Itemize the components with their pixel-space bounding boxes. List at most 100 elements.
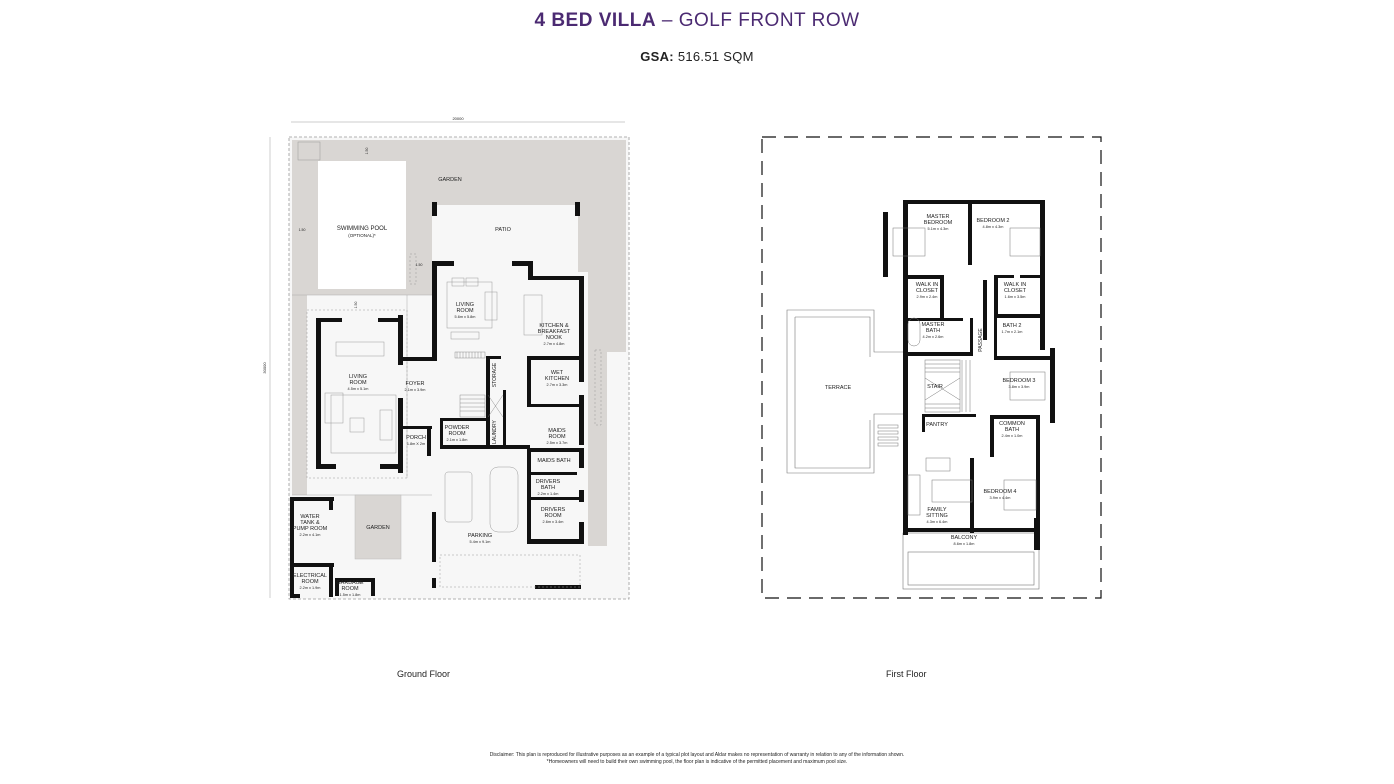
- svg-text:4.2m x 2.6m: 4.2m x 2.6m: [923, 335, 944, 339]
- svg-text:BEDROOM: BEDROOM: [924, 220, 953, 226]
- svg-text:2.2m x 1.4m: 2.2m x 1.4m: [538, 492, 559, 496]
- gsa-label: GSA:: [640, 49, 674, 64]
- svg-text:BEDROOM 4: BEDROOM 4: [983, 489, 1016, 495]
- svg-text:BATH: BATH: [1005, 427, 1019, 433]
- disclaimer-line-1: Disclaimer: This plan is reproduced for …: [489, 752, 905, 758]
- svg-text:5.4m x 9.1m: 5.4m x 9.1m: [470, 540, 491, 544]
- disclaimer-line-2: *Homeowners will need to build their own…: [546, 759, 848, 765]
- svg-text:FOYER: FOYER: [406, 381, 425, 387]
- patio: [432, 205, 578, 272]
- svg-text:1.50: 1.50: [354, 302, 358, 309]
- svg-text:5.1m x 4.3m: 5.1m x 4.3m: [928, 227, 949, 231]
- svg-text:1.50: 1.50: [416, 263, 423, 267]
- svg-text:BEDROOM 2: BEDROOM 2: [976, 218, 1009, 224]
- svg-text:PARKING: PARKING: [468, 533, 492, 539]
- svg-text:MAIDS: MAIDS: [548, 428, 566, 434]
- svg-text:COMMON: COMMON: [999, 421, 1025, 427]
- first-floor-plan: MASTER BEDROOM 5.1m x 4.3m BEDROOM 2 4.8…: [761, 136, 1102, 599]
- svg-text:MAIDS BATH: MAIDS BATH: [537, 458, 570, 464]
- svg-text:MASTER: MASTER: [922, 322, 945, 328]
- svg-text:ROOM: ROOM: [341, 586, 359, 592]
- svg-text:2.6m x 3.4m: 2.6m x 3.4m: [543, 520, 564, 524]
- svg-text:3.9m x 4.4m: 3.9m x 4.4m: [990, 496, 1011, 500]
- svg-text:KITCHEN &: KITCHEN &: [539, 323, 569, 329]
- svg-text:LAUNDRY: LAUNDRY: [492, 419, 498, 443]
- svg-text:2.7m x 4.8m: 2.7m x 4.8m: [544, 342, 565, 346]
- ground-walls: [290, 261, 584, 598]
- svg-text:WATER: WATER: [300, 514, 319, 520]
- svg-text:2.1m x 3.9m: 2.1m x 3.9m: [405, 388, 426, 392]
- first-floor-caption: First Floor: [886, 669, 927, 679]
- svg-text:PATIO: PATIO: [495, 227, 511, 233]
- svg-text:CLOSET: CLOSET: [916, 288, 939, 294]
- svg-text:ROOM: ROOM: [349, 380, 367, 386]
- first-floor-plot-boundary: [761, 136, 1102, 599]
- svg-text:4.3m x 6.4m: 4.3m x 6.4m: [927, 520, 948, 524]
- svg-text:LIVING: LIVING: [349, 374, 367, 380]
- svg-text:WALK IN: WALK IN: [916, 282, 938, 288]
- svg-text:1.8m X 2m: 1.8m X 2m: [407, 442, 425, 446]
- svg-text:MASTER: MASTER: [927, 214, 950, 220]
- page-title: 4 BED VILLA – GOLF FRONT ROW: [0, 10, 1394, 32]
- gsa-area: GSA: 516.51 SQM: [0, 49, 1394, 64]
- svg-text:ROOM: ROOM: [448, 431, 466, 437]
- svg-text:(OPTIONAL)*: (OPTIONAL)*: [348, 233, 376, 238]
- svg-text:TERRACE: TERRACE: [825, 385, 852, 391]
- title-bold: 4 BED VILLA: [534, 10, 657, 31]
- svg-text:PASSAGE: PASSAGE: [978, 328, 984, 352]
- svg-text:STORAGE: STORAGE: [492, 362, 498, 387]
- svg-text:GARDEN: GARDEN: [438, 177, 462, 183]
- svg-text:LIVING: LIVING: [456, 302, 474, 308]
- svg-text:ROOM: ROOM: [456, 308, 474, 314]
- title-separator: –: [656, 10, 679, 31]
- svg-text:4.8m x 4.3m: 4.8m x 4.3m: [983, 225, 1004, 229]
- plot-width-dim: 20000: [452, 116, 464, 121]
- svg-text:BREAKFAST: BREAKFAST: [538, 329, 571, 335]
- svg-text:2.5m x 3.7m: 2.5m x 3.7m: [547, 441, 568, 445]
- svg-text:5.6m x 5.8m: 5.6m x 5.8m: [455, 315, 476, 319]
- svg-text:ROOM: ROOM: [548, 434, 566, 440]
- svg-text:2.7m x 3.3m: 2.7m x 3.3m: [547, 383, 568, 387]
- svg-text:GARDEN: GARDEN: [366, 525, 390, 531]
- svg-text:WALK IN: WALK IN: [1004, 282, 1026, 288]
- svg-text:1.6m x 3.5m: 1.6m x 3.5m: [1005, 295, 1026, 299]
- svg-text:2.1m x 1.8m: 2.1m x 1.8m: [447, 438, 468, 442]
- svg-text:BATH: BATH: [541, 485, 555, 491]
- ground-floor-caption: Ground Floor: [397, 669, 451, 679]
- plot-depth-dim: 30000: [262, 362, 267, 374]
- gsa-value: 516.51 SQM: [677, 49, 754, 64]
- svg-text:SWIMMING POOL: SWIMMING POOL: [337, 226, 388, 232]
- svg-text:ROOM: ROOM: [544, 513, 562, 519]
- svg-text:SITTING: SITTING: [926, 513, 948, 519]
- svg-text:2.4m x 1.0m: 2.4m x 1.0m: [1002, 434, 1023, 438]
- svg-text:BEDROOM 3: BEDROOM 3: [1002, 378, 1035, 384]
- first-room-labels: MASTER BEDROOM 5.1m x 4.3m BEDROOM 2 4.8…: [825, 214, 1036, 546]
- svg-text:1.7m x 2.1m: 1.7m x 2.1m: [1002, 330, 1023, 334]
- svg-text:TANK &: TANK &: [300, 520, 320, 526]
- svg-text:CLOSET: CLOSET: [1004, 288, 1027, 294]
- swimming-pool: [318, 161, 406, 289]
- svg-text:WET: WET: [551, 370, 564, 376]
- svg-text:FAMILY: FAMILY: [927, 507, 946, 513]
- svg-text:1.5m x 1.8m: 1.5m x 1.8m: [340, 593, 361, 597]
- first-walls: [883, 200, 1055, 550]
- svg-text:2.2m x 4.1m: 2.2m x 4.1m: [300, 533, 321, 537]
- svg-text:1.50: 1.50: [299, 228, 306, 232]
- svg-text:ROOM: ROOM: [301, 579, 319, 585]
- svg-text:ELECTRICAL: ELECTRICAL: [293, 573, 327, 579]
- svg-text:PUMP ROOM: PUMP ROOM: [293, 526, 328, 532]
- disclaimer: Disclaimer: This plan is reproduced for …: [0, 752, 1394, 766]
- svg-text:PORCH: PORCH: [406, 435, 426, 441]
- ground-floor-plan: 20000 30000: [262, 116, 630, 600]
- title-subtitle: GOLF FRONT ROW: [678, 10, 860, 31]
- svg-text:8.6m x 1.8m: 8.6m x 1.8m: [954, 542, 975, 546]
- svg-text:STAIR: STAIR: [927, 384, 943, 390]
- svg-text:POWDER: POWDER: [445, 425, 470, 431]
- svg-text:2.2m x 1.9m: 2.2m x 1.9m: [300, 586, 321, 590]
- svg-text:1.50: 1.50: [365, 148, 369, 155]
- svg-text:3.8m x 3.9m: 3.8m x 3.9m: [1009, 385, 1030, 389]
- svg-text:BATH: BATH: [926, 328, 940, 334]
- svg-text:2.9m x 2.4m: 2.9m x 2.4m: [917, 295, 938, 299]
- svg-text:KITCHEN: KITCHEN: [545, 376, 569, 382]
